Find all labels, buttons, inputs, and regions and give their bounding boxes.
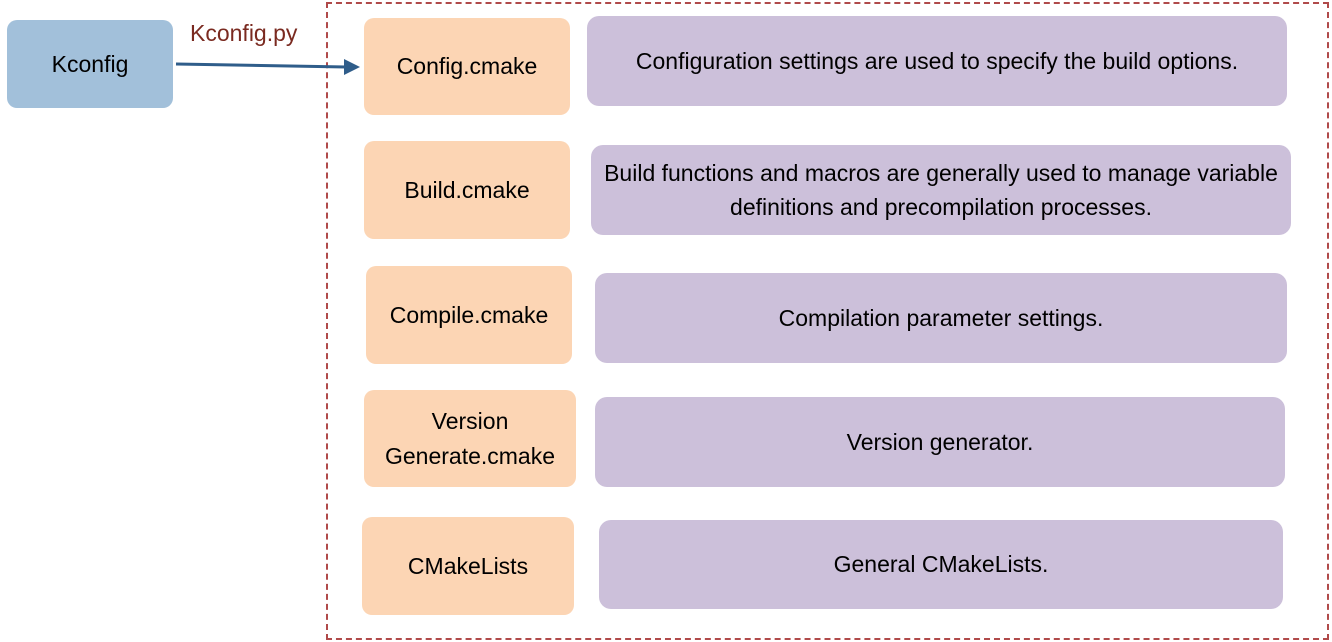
file-node-build: Build.cmake xyxy=(364,141,570,239)
arrow-shaft xyxy=(175,62,347,69)
file-node-label: Build.cmake xyxy=(404,176,530,203)
description-node-text: Version generator. xyxy=(846,428,1034,455)
description-node-version-generate: Version generator. xyxy=(595,397,1285,487)
description-node-text: Compilation parameter settings. xyxy=(778,304,1104,331)
description-node-compile: Compilation parameter settings. xyxy=(595,273,1287,363)
file-node-version-generate: Version Generate.cmake xyxy=(364,390,576,487)
description-node-text: General CMakeLists. xyxy=(833,551,1049,578)
kconfig-node-label: Kconfig xyxy=(51,50,129,77)
file-node-label: CMakeLists xyxy=(407,552,529,579)
kconfig-py-edge-label: Kconfig.py xyxy=(190,20,298,46)
description-node-text: Configuration settings are used to speci… xyxy=(635,47,1239,74)
description-node-text: Build functions and macros are generally… xyxy=(604,159,1278,221)
file-node-label: Compile.cmake xyxy=(389,301,549,328)
kconfig-node: Kconfig xyxy=(7,20,173,108)
file-node-compile: Compile.cmake xyxy=(366,266,572,364)
file-node-label: Version Generate.cmake xyxy=(384,408,556,469)
description-node-cmakelists: General CMakeLists. xyxy=(599,520,1283,609)
file-node-config: Config.cmake xyxy=(364,18,570,115)
cmake-group-frame xyxy=(326,2,1329,640)
description-node-build: Build functions and macros are generally… xyxy=(591,145,1291,235)
file-node-label: Config.cmake xyxy=(396,53,538,80)
file-node-cmakelists: CMakeLists xyxy=(362,517,574,615)
description-node-config: Configuration settings are used to speci… xyxy=(587,16,1287,106)
